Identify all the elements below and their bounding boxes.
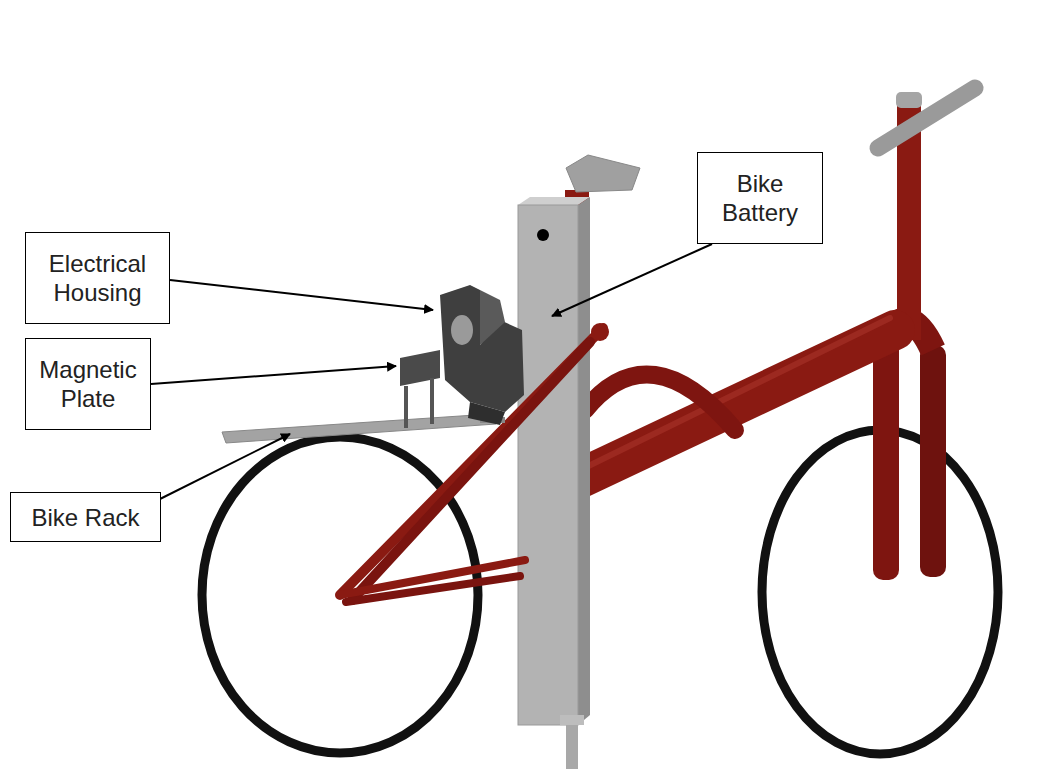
leader-arrow <box>151 366 396 384</box>
arc-tube <box>585 374 735 430</box>
callout-label: Bike Rack <box>31 503 139 532</box>
battery-top <box>518 197 590 205</box>
tube-highlight <box>560 318 890 480</box>
battery-body <box>518 205 578 725</box>
callout-label: Magnetic Plate <box>32 355 144 413</box>
electrical-housing <box>440 285 524 412</box>
callout-text-group: Bike Battery <box>704 169 816 227</box>
housing-hole <box>451 315 473 345</box>
leader-arrow <box>552 244 712 316</box>
callout-text-group: Bike Rack <box>31 503 139 532</box>
fork-tube <box>920 345 946 577</box>
housing-base <box>468 402 505 425</box>
chain-stay <box>346 576 520 602</box>
leader-arrow <box>170 280 433 310</box>
callout-box: Magnetic Plate <box>25 338 151 430</box>
down-tube <box>545 330 895 495</box>
saddle <box>566 155 640 192</box>
handlebar <box>878 88 975 148</box>
kickstand <box>566 720 578 769</box>
callout-text-group: Electrical Housing <box>32 249 163 307</box>
leader-arrow <box>158 434 290 500</box>
callout-label: Bike Battery <box>704 169 816 227</box>
callout-box: Electrical Housing <box>25 232 170 324</box>
kickstand-mount <box>560 715 584 725</box>
bike-rack <box>222 414 496 443</box>
fork-tube <box>873 330 899 580</box>
plate-post <box>404 386 408 428</box>
plate-post <box>430 378 434 424</box>
stay-joint <box>591 323 609 341</box>
callout-label: Electrical Housing <box>32 249 163 307</box>
stem-cap <box>896 92 922 108</box>
callout-box: Bike Rack <box>10 492 161 542</box>
housing-face <box>480 290 505 345</box>
callout-box: Bike Battery <box>697 152 823 244</box>
callout-text-group: Magnetic Plate <box>32 355 144 413</box>
battery-side <box>578 197 590 725</box>
battery-dot <box>537 229 549 241</box>
